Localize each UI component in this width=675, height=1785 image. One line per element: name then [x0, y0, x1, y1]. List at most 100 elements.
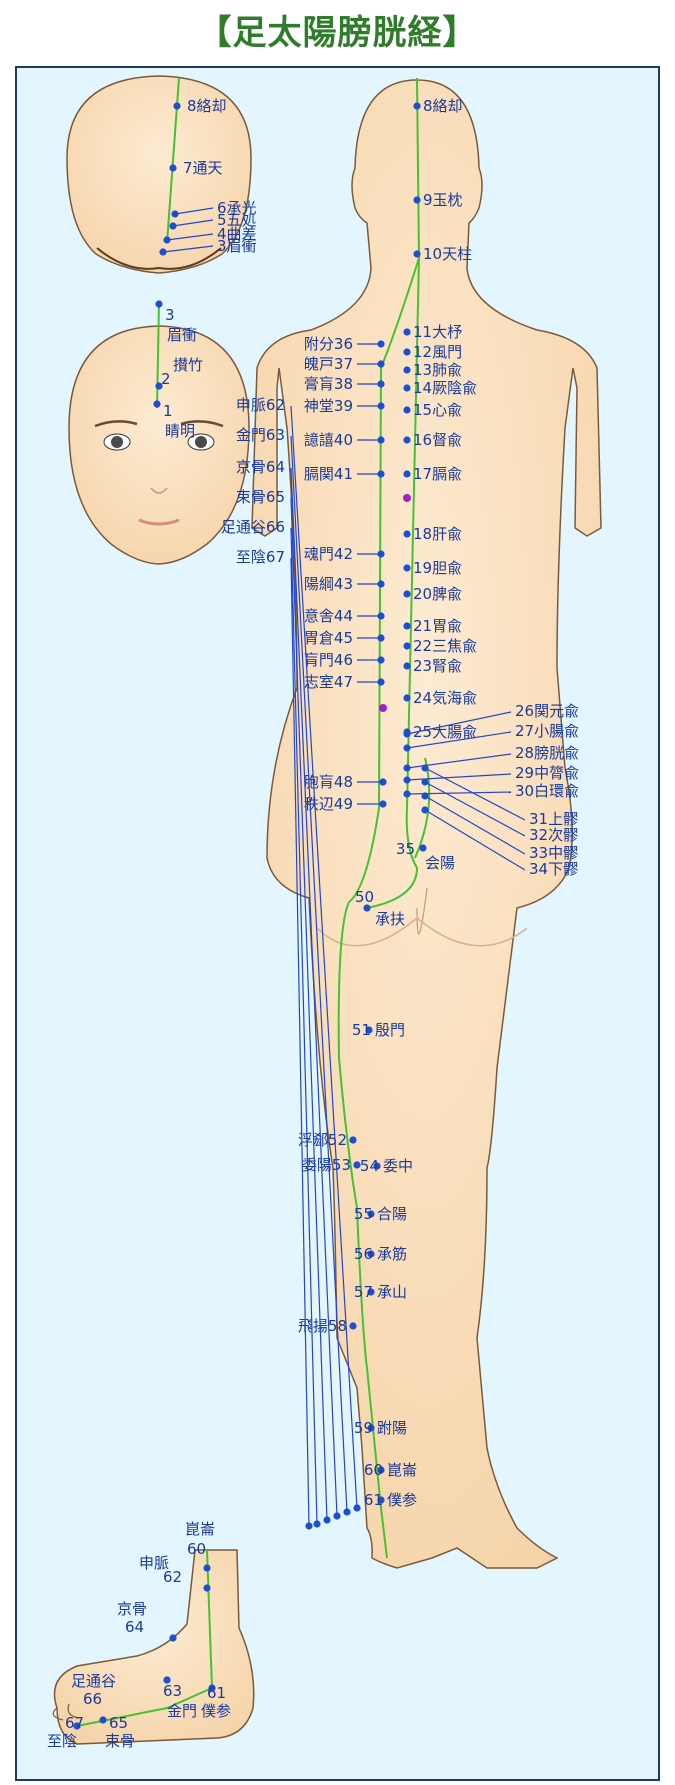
acupoint-marker: [169, 1634, 177, 1642]
acupoint-marker: [163, 1676, 171, 1684]
acupoint-label: 肓門46: [304, 651, 353, 669]
acupoint-marker: [73, 1722, 81, 1730]
acupoint-label: 15心兪: [413, 401, 462, 419]
acupoint-label: 30白環兪: [515, 782, 579, 800]
acupoint-label: 50: [355, 888, 374, 906]
acupoint-label: 8絡却: [187, 97, 227, 115]
acupoint-label: 26関元兪: [515, 702, 579, 720]
acupoint-label: 56: [354, 1245, 373, 1263]
acupoint-marker: [173, 102, 181, 110]
acupoint-label: 束骨65: [236, 488, 285, 506]
foot-side-figure: [52, 1549, 255, 1745]
acupoint-label: 京骨: [117, 1600, 147, 1618]
acupoint-label: 眉衝: [167, 326, 197, 344]
acupoint-label: 僕参: [387, 1491, 417, 1509]
acupoint-marker: [203, 1584, 211, 1592]
acupoint-label: 僕参: [201, 1702, 231, 1720]
leader-line: [424, 809, 526, 871]
acupoint-label: 12風門: [413, 343, 462, 361]
acupoint-marker: [349, 1322, 357, 1330]
acupoint-label: 66: [83, 1690, 102, 1708]
acupoint-label: 60: [187, 1540, 206, 1558]
acupoint-label: 19胆兪: [413, 559, 462, 577]
page-title: 【足太陽膀胱経】: [197, 13, 478, 53]
acupoint-label: 24気海兪: [413, 689, 477, 707]
acupoint-label: 35: [396, 840, 415, 858]
leader-line: [290, 527, 318, 1525]
acupoint-marker: [403, 470, 411, 478]
acupoint-label: 57: [354, 1283, 373, 1301]
leader-line: [424, 767, 526, 821]
acupoint-label: 膏肓38: [304, 375, 353, 393]
acupoint-label: 23腎兪: [413, 657, 462, 675]
acupoint-label: 承山: [377, 1283, 407, 1301]
acupoint-label: 28膀胱兪: [515, 744, 579, 762]
acupoint-marker: [373, 1162, 381, 1170]
acupoint-label: 志室47: [304, 673, 353, 691]
leader-line: [290, 405, 358, 1509]
acupoint-label: 会陽: [425, 854, 455, 872]
acupoint-label: 13肺兪: [413, 361, 462, 379]
acupoint-label: 膈関41: [304, 465, 353, 483]
acupoint-label: 陽綱43: [304, 575, 353, 593]
acupoint-label: 18肝兪: [413, 525, 462, 543]
acupoint-marker: [363, 904, 371, 912]
acupoint-label: 至陰: [47, 1732, 77, 1750]
acupoint-marker: [403, 694, 411, 702]
acupoint-label: 委陽53: [302, 1156, 351, 1174]
acupoint-label: 3眉衝: [217, 237, 257, 255]
acupoint-label: 足通谷66: [221, 518, 285, 536]
extra-point: [379, 704, 387, 712]
acupoint-label: 1: [163, 402, 173, 420]
acupoint-label: 33中髎: [529, 844, 578, 862]
acupoint-label: 32次髎: [529, 826, 578, 844]
leader-line: [290, 557, 310, 1527]
acupoint-label: 10天柱: [423, 245, 472, 263]
leader-line: [424, 795, 526, 855]
acupoint-label: 意舎44: [304, 607, 353, 625]
acupoint-label: 攅竹: [173, 356, 203, 374]
acupoint-label: 殷門: [375, 1021, 405, 1039]
acupoint-marker: [153, 400, 161, 408]
acupoint-label: 浮郄52: [298, 1131, 347, 1149]
acupoint-label: 5五処: [217, 211, 257, 229]
acupoint-marker: [208, 1684, 216, 1692]
acupoint-label: 7通天: [183, 159, 223, 177]
acupoint-marker: [353, 1161, 361, 1169]
acupoint-label: 21胃兪: [413, 617, 462, 635]
acupoint-label: 承筋: [377, 1245, 407, 1263]
acupoint-marker: [403, 564, 411, 572]
acupoint-label: 京骨64: [236, 458, 285, 476]
leader-line: [162, 245, 214, 253]
acupoint-label: 金門63: [236, 426, 285, 444]
acupoint-marker: [403, 662, 411, 670]
acupoint-marker: [403, 384, 411, 392]
acupoint-label: 崑崙: [185, 1520, 215, 1538]
acupoint-label: 65: [109, 1714, 128, 1732]
acupoint-label: 4曲差: [217, 225, 257, 243]
leader-line: [172, 219, 214, 227]
acupoint-label: 胞肓48: [304, 773, 353, 791]
acupoint-label: 34下髎: [529, 860, 578, 878]
acupoint-label: 附分36: [304, 335, 353, 353]
acupoint-marker: [365, 1026, 373, 1034]
acupoint-label: 62: [163, 1568, 182, 1586]
acupoint-label: 25大腸兪: [413, 723, 477, 741]
acupoint-label: 魂門42: [304, 545, 353, 563]
acupoint-label: 6承光: [217, 199, 257, 217]
acupoint-marker: [403, 348, 411, 356]
acupoint-marker: [377, 1466, 385, 1474]
acupoint-label: 29中膂兪: [515, 764, 579, 782]
acupoint-marker: [403, 366, 411, 374]
acupoint-label: 22三焦兪: [413, 637, 477, 655]
acupoint-marker: [419, 844, 427, 852]
acupoint-label: 61: [364, 1491, 383, 1509]
acupoint-marker: [377, 1496, 385, 1504]
acupoint-label: 至陰67: [236, 548, 285, 566]
acupoint-label: 神堂39: [304, 397, 353, 415]
acupoint-label: 申脈: [139, 1554, 169, 1572]
acupoint-label: 51: [352, 1021, 371, 1039]
acupoint-label: 胃倉45: [304, 629, 353, 647]
acupoint-marker: [99, 1716, 107, 1724]
acupoint-marker: [403, 622, 411, 630]
